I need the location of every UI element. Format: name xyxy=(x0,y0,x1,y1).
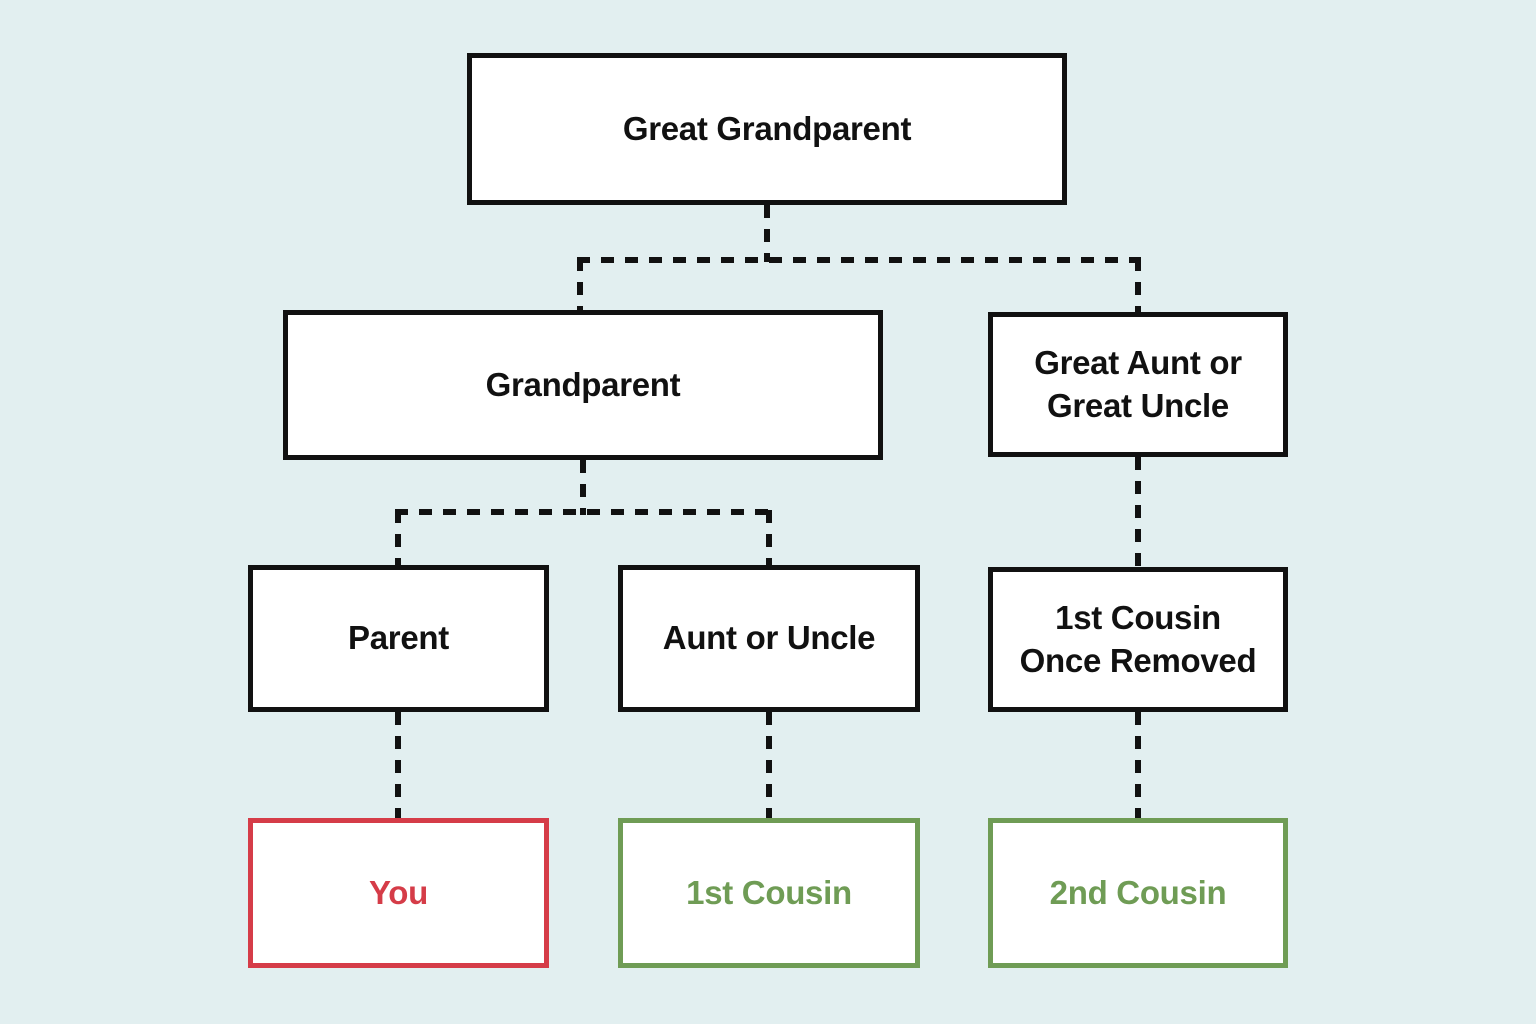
node-2nd-cousin-label: 2nd Cousin xyxy=(1049,873,1227,911)
node-great-aunt-or-great-uncle-label: Great Aunt or Great Uncle xyxy=(1034,343,1242,424)
node-2nd-cousin: 2nd Cousin xyxy=(988,818,1288,968)
node-parent-label: Parent xyxy=(348,619,449,657)
node-you-label: You xyxy=(369,873,428,911)
node-great-aunt-or-great-uncle: Great Aunt or Great Uncle xyxy=(988,312,1288,457)
node-aunt-or-uncle-label: Aunt or Uncle xyxy=(662,619,876,657)
node-grandparent: Grandparent xyxy=(283,310,883,460)
node-great-grandparent-label: Great Grandparent xyxy=(622,109,912,147)
node-great-grandparent: Great Grandparent xyxy=(467,53,1067,205)
node-grandparent-label: Grandparent xyxy=(485,365,681,403)
node-1st-cousin-once-removed-label: 1st Cousin Once Removed xyxy=(1019,598,1257,679)
node-1st-cousin-once-removed: 1st Cousin Once Removed xyxy=(988,567,1288,712)
node-1st-cousin-label: 1st Cousin xyxy=(686,873,852,911)
node-you: You xyxy=(248,818,549,968)
node-1st-cousin: 1st Cousin xyxy=(618,818,920,968)
node-aunt-or-uncle: Aunt or Uncle xyxy=(618,565,920,712)
node-parent: Parent xyxy=(248,565,549,712)
